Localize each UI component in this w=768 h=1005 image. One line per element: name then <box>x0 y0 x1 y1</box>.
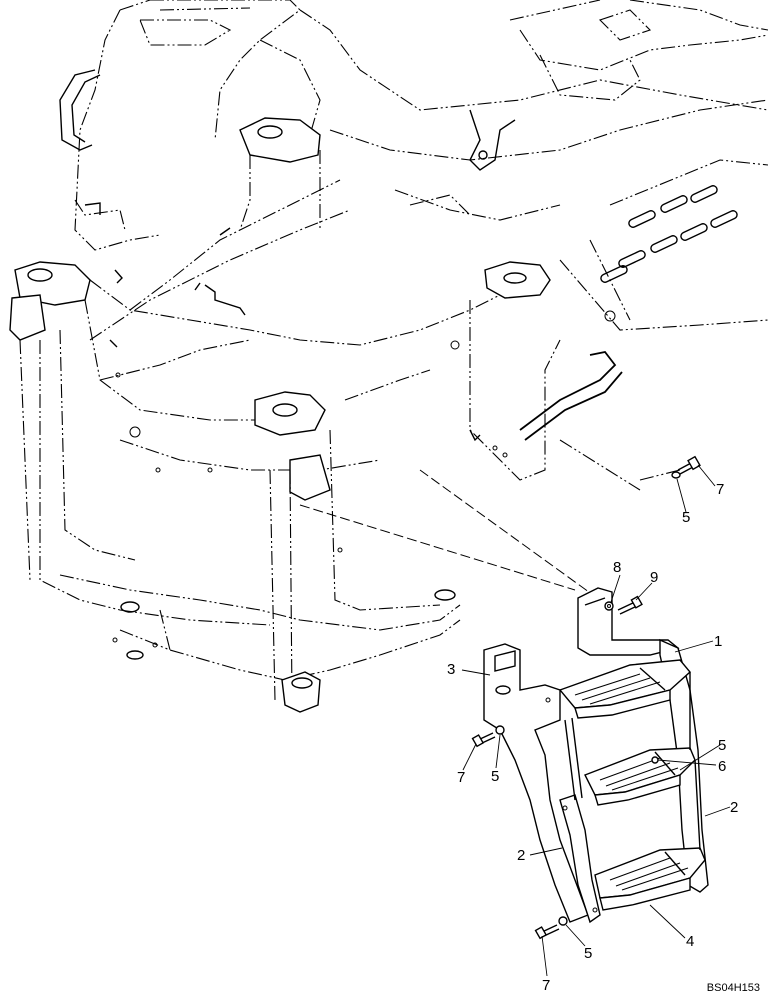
callout-8: 8 <box>613 559 621 576</box>
drawing-code: BS04H153 <box>706 982 760 994</box>
fasteners <box>471 455 701 940</box>
bolt-bottom <box>534 916 568 940</box>
callout-2-left: 2 <box>517 847 525 864</box>
callout-6: 6 <box>718 758 726 775</box>
tread-top-grooves <box>574 667 666 705</box>
callout-4: 4 <box>686 933 694 950</box>
chassis-phantom <box>9 0 768 713</box>
callout-3: 3 <box>447 661 455 678</box>
callout-1: 1 <box>714 633 722 650</box>
bolt-mid-left <box>471 725 505 748</box>
callout-7-mid: 7 <box>457 769 465 786</box>
leader-lines <box>461 464 731 977</box>
bolt-top-steps <box>604 595 643 615</box>
callouts: 1 2 2 3 4 5 6 5 7 8 9 5 7 5 7 <box>447 481 738 994</box>
callout-2-right: 2 <box>730 799 738 816</box>
step-assembly <box>483 587 709 924</box>
callout-7-bottom: 7 <box>542 977 550 994</box>
callout-5-bottom: 5 <box>584 945 592 962</box>
bolt-upper-right <box>671 455 701 479</box>
callout-5-step: 5 <box>718 737 726 754</box>
callout-5-upper: 5 <box>682 509 690 526</box>
callout-5-mid: 5 <box>491 768 499 785</box>
platform-slots <box>600 185 738 283</box>
callout-9: 9 <box>650 569 658 586</box>
callout-7-upper: 7 <box>716 481 724 498</box>
tread-bottom-grooves <box>609 851 689 891</box>
tread-mid-grooves <box>599 751 679 791</box>
